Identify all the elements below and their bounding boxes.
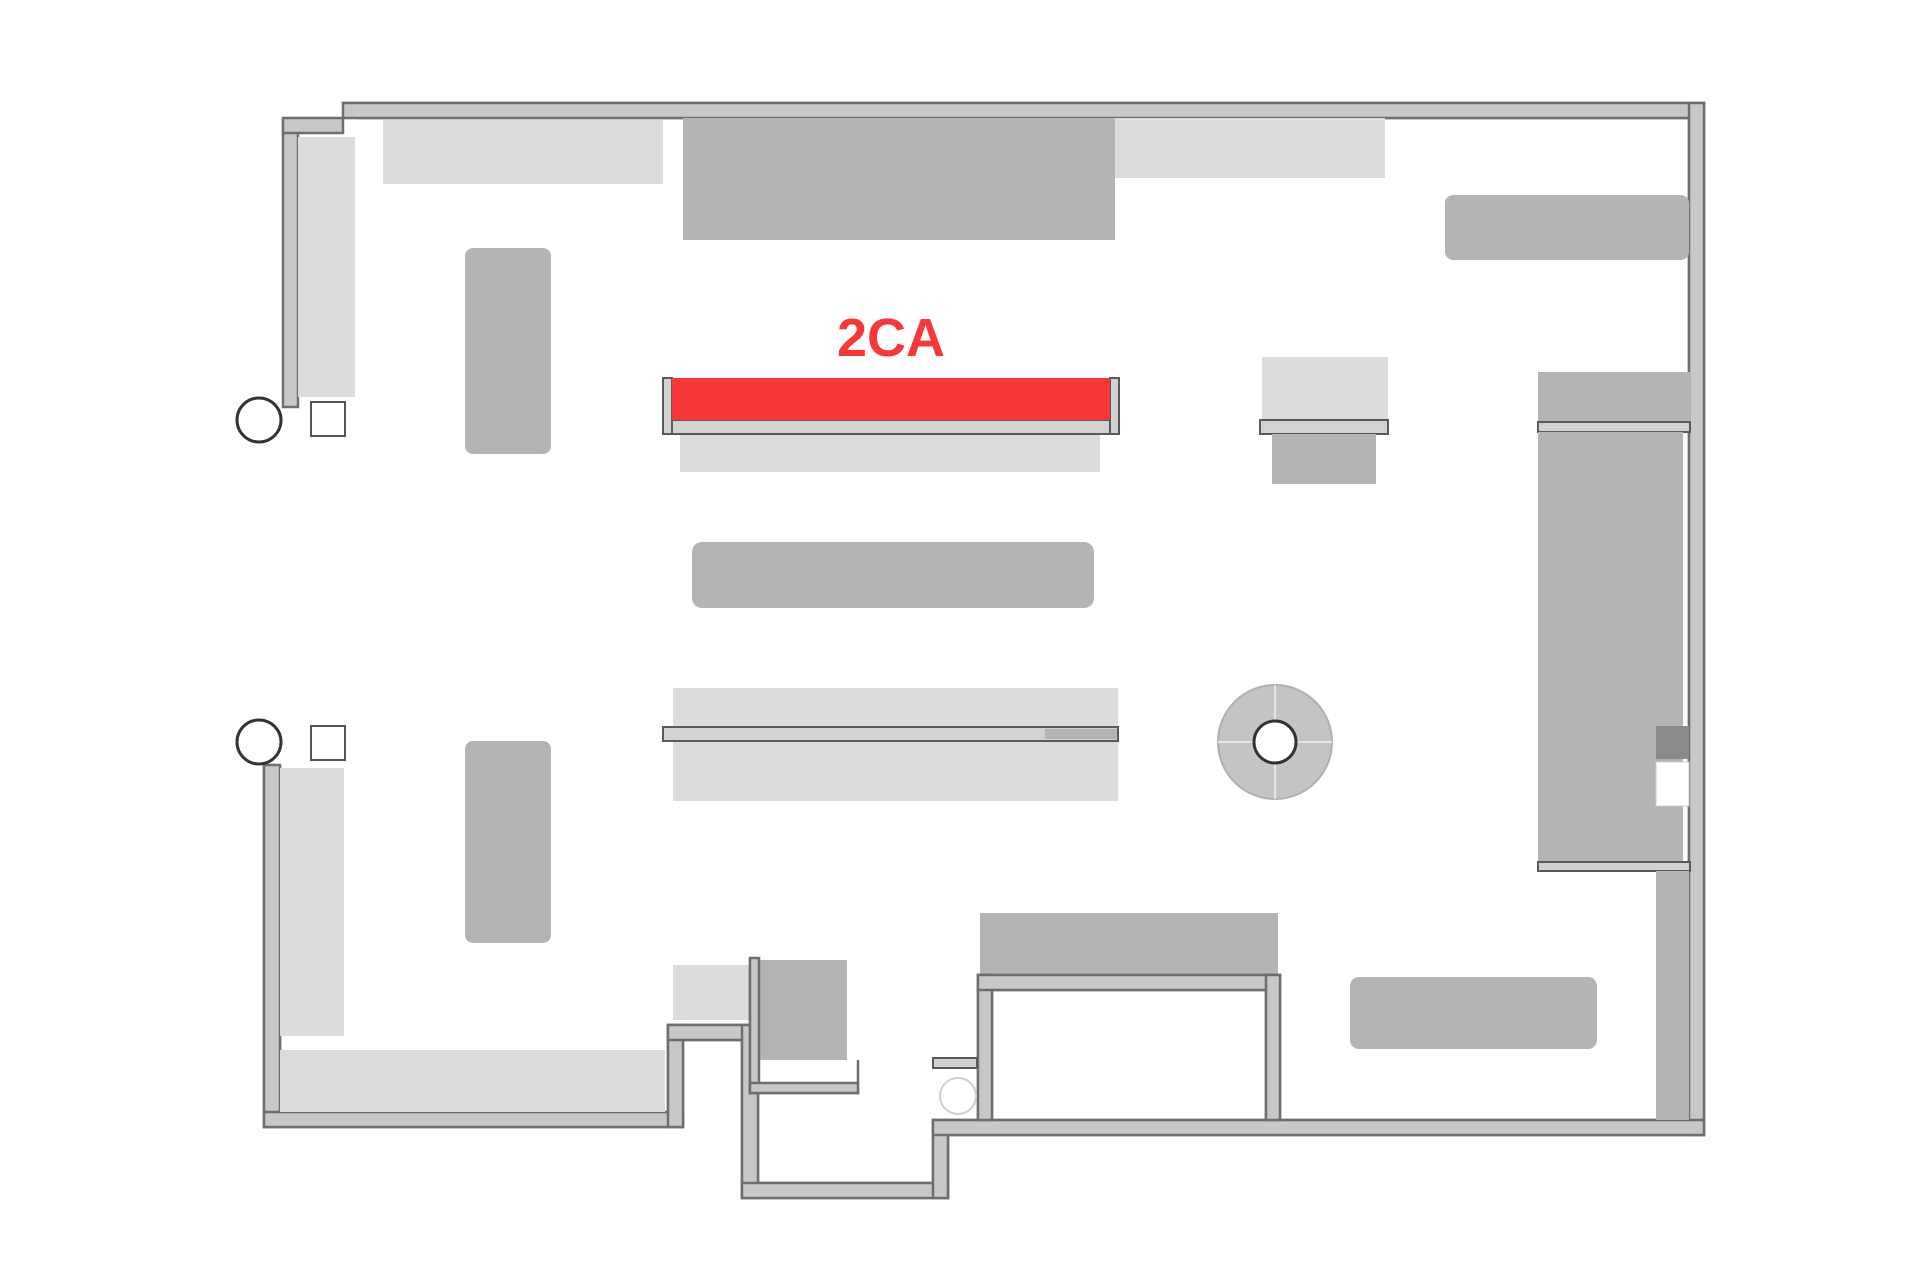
- wall-shelf-left-upper: [298, 137, 355, 397]
- room-bottom-outline-outer: [976, 973, 1282, 1120]
- wall-shelf-top-right: [1115, 118, 1385, 178]
- wall-top: [341, 101, 1706, 120]
- entrance-pillar-lower: [235, 718, 283, 766]
- entrance-pillar-upper: [235, 396, 283, 444]
- room-bottom-wall-right: [1264, 973, 1282, 1122]
- outer-walls: [262, 101, 1706, 1200]
- room-bottom-outline-inner: [990, 988, 1268, 1120]
- right-cabinet-bottom-rail: [1537, 861, 1691, 872]
- gondola-small-right-top-shelf: [1262, 357, 1388, 420]
- wall-left-lower: [262, 763, 282, 1129]
- wall-left-upper-cap: [281, 116, 345, 135]
- shelf-bottom-small: [673, 965, 751, 1020]
- gondola-small-right-spine: [1259, 419, 1389, 435]
- right-door-box: [1656, 726, 1689, 759]
- gondola-small-right-bottom-shelf: [1272, 434, 1376, 484]
- wall-left-upper: [281, 120, 300, 409]
- gondola-center-lower: [662, 688, 1119, 801]
- gondola-center-lower-end: [1045, 729, 1117, 739]
- storage-bottom-wall-left: [748, 956, 761, 1095]
- table-bottom-right: [1350, 977, 1597, 1049]
- entrance-post-upper: [310, 401, 346, 437]
- gondola-small-right: [1259, 357, 1389, 484]
- wall-bottom-right: [931, 1118, 1706, 1137]
- gondola-center-lower-bottom-shelf: [673, 741, 1118, 801]
- wall-shelf-top-left: [383, 120, 663, 184]
- gondola-2ca-spine: [662, 419, 1119, 435]
- storage-bottom: [748, 956, 978, 1115]
- room-bottom-wall-left: [976, 973, 994, 1122]
- display-top-right: [1445, 195, 1689, 260]
- right-wall-shelf-lower: [1656, 871, 1689, 1120]
- wall-bottom-left: [262, 1110, 685, 1129]
- right-wall-cabinet: [1537, 372, 1691, 1120]
- storage-bottom-body: [757, 960, 847, 1060]
- gondola-center-lower-top-shelf: [673, 688, 1118, 732]
- gondola-2ca-end-left: [662, 377, 673, 435]
- wall-shelf-bottom-left: [280, 1050, 665, 1112]
- room-bottom-center: [976, 913, 1282, 1122]
- entrance-post-lower: [310, 725, 346, 761]
- wall-shelf-left-lower: [280, 768, 344, 1036]
- gondola-2ca-label: 2CA: [837, 308, 945, 368]
- right-cabinet-rail: [1537, 421, 1691, 433]
- wall-right: [1687, 101, 1706, 1137]
- room-bottom-wall-top: [976, 973, 1282, 992]
- door-swing-marker: [939, 1077, 977, 1115]
- room-bottom-shelf: [980, 913, 1278, 975]
- gondola-2ca-lower-shelf: [680, 434, 1100, 472]
- gondola-2ca-highlight[interactable]: [672, 378, 1110, 420]
- gondola-center-lower-spine: [662, 726, 1119, 742]
- gondola-2ca[interactable]: 2CA: [662, 308, 1120, 472]
- wall-bottom-alcove-bottom: [740, 1181, 950, 1200]
- right-door-opening: [1655, 761, 1690, 807]
- gondola-2ca-end-right: [1109, 377, 1120, 435]
- round-display: [1217, 684, 1333, 800]
- door-rail-bottom: [932, 1057, 978, 1069]
- table-left-lower: [465, 741, 551, 943]
- round-display-center: [1252, 719, 1298, 765]
- table-center: [692, 542, 1094, 608]
- display-top-center: [683, 118, 1115, 240]
- table-left-upper: [465, 248, 551, 454]
- storage-bottom-wall-bottom: [748, 1081, 860, 1095]
- right-cabinet-top: [1538, 372, 1690, 426]
